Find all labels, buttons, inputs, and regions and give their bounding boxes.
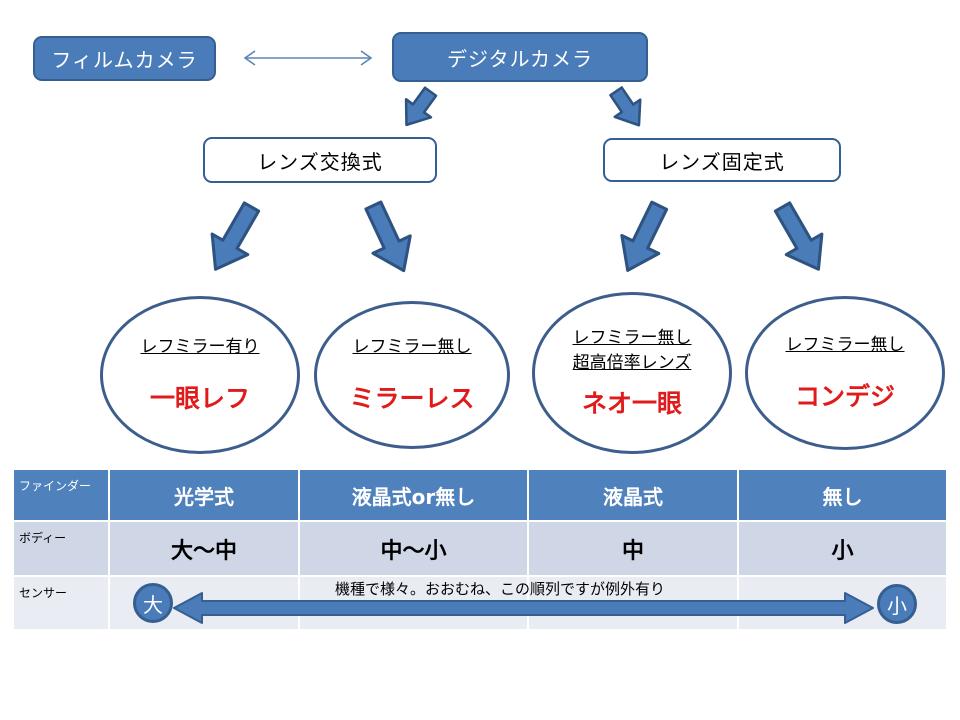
category-ellipse-compact: レフミラー無し コンデジ: [745, 296, 945, 450]
down-left-arrow-icon: [404, 86, 438, 127]
diagonal-arrow-icon: [620, 200, 669, 272]
body-cell: 中～小: [300, 522, 527, 575]
category-ellipse-mirrorless: レフミラー無し ミラーレス: [314, 301, 510, 449]
double-arrow-icon: [243, 50, 373, 66]
finder-cell: 液晶式or無し: [300, 470, 527, 520]
category-name: 一眼レフ: [149, 384, 250, 414]
category-feature: レフミラー無し: [352, 336, 472, 357]
digital-camera-box: デジタルカメラ: [392, 32, 648, 82]
category-name: コンデジ: [794, 382, 895, 412]
sensor-range-arrow-icon: [173, 592, 874, 624]
category-ellipse-neo-slr: レフミラー無し 超高倍率レンズ ネオ一眼: [532, 292, 732, 454]
sensor-caption: 機種で様々。おおむね、この順列ですが例外有り: [334, 580, 665, 598]
body-cell: 小: [739, 522, 946, 575]
lens-interchangeable-box: レンズ交換式: [203, 137, 437, 183]
category-feature: レフミラー無し: [572, 328, 692, 349]
digital-camera-label: デジタルカメラ: [447, 46, 593, 71]
sensor-large-label: 大: [143, 592, 163, 617]
category-feature: 超高倍率レンズ: [572, 353, 692, 373]
diagonal-arrow-icon: [364, 200, 412, 273]
row-label-finder: ファインダー: [14, 470, 108, 520]
row-label-sensor: センサー: [14, 577, 108, 629]
film-camera-label: フィルムカメラ: [51, 48, 198, 72]
film-camera-box: フィルムカメラ: [33, 36, 216, 81]
finder-cell: 液晶式: [529, 470, 737, 520]
finder-cell: 無し: [739, 470, 946, 520]
sensor-large-badge: 大: [133, 583, 173, 623]
diagonal-arrow-icon: [773, 201, 824, 271]
row-label-body: ボディー: [14, 522, 108, 575]
diagonal-arrow-icon: [210, 201, 261, 271]
category-name: ネオ一眼: [581, 388, 682, 418]
category-feature: レフミラー有り: [140, 336, 260, 357]
finder-cell: 光学式: [110, 470, 298, 520]
down-right-arrow-icon: [609, 86, 642, 127]
lens-fixed-label: レンズ固定式: [659, 149, 785, 174]
lens-interchangeable-label: レンズ交換式: [257, 149, 383, 174]
category-name: ミラーレス: [349, 384, 475, 414]
body-cell: 大～中: [110, 522, 298, 575]
sensor-small-label: 小: [887, 593, 907, 618]
body-cell: 中: [529, 522, 737, 575]
lens-fixed-box: レンズ固定式: [603, 138, 841, 182]
comparison-table: ファインダー 光学式 液晶式or無し 液晶式 無し ボディー 大～中 中～小 中…: [14, 470, 946, 629]
category-ellipse-slr: レフミラー有り 一眼レフ: [100, 296, 300, 454]
category-feature: レフミラー無し: [785, 334, 905, 355]
sensor-small-badge: 小: [877, 584, 917, 624]
